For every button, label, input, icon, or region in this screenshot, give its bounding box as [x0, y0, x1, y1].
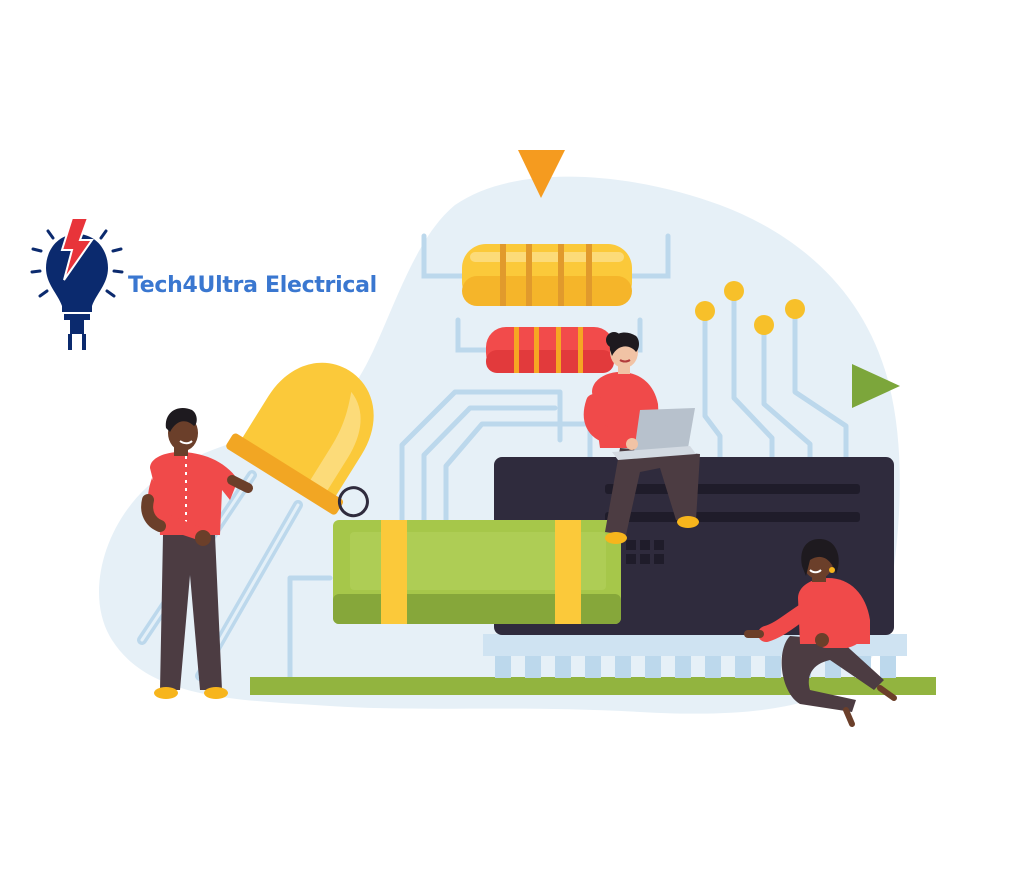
resistor-yellow — [462, 244, 632, 306]
lightbulb-plug-icon — [30, 217, 124, 350]
trace-bracket-top — [421, 233, 671, 279]
circuit-board-strip — [250, 677, 936, 695]
triangle-accent-green — [852, 364, 900, 408]
resistor-red — [486, 327, 614, 373]
brand-name: Tech4Ultra Electrical — [128, 273, 377, 298]
man-figure — [141, 408, 253, 699]
triangle-accent-orange — [518, 150, 565, 198]
lightning-bolt-icon — [60, 217, 94, 281]
woman-laptop-figure — [583, 332, 700, 544]
circuit-traces-right — [695, 281, 849, 463]
led-bulb — [226, 362, 374, 518]
woman-crouching-figure — [744, 539, 897, 727]
capacitor-green — [333, 520, 621, 624]
